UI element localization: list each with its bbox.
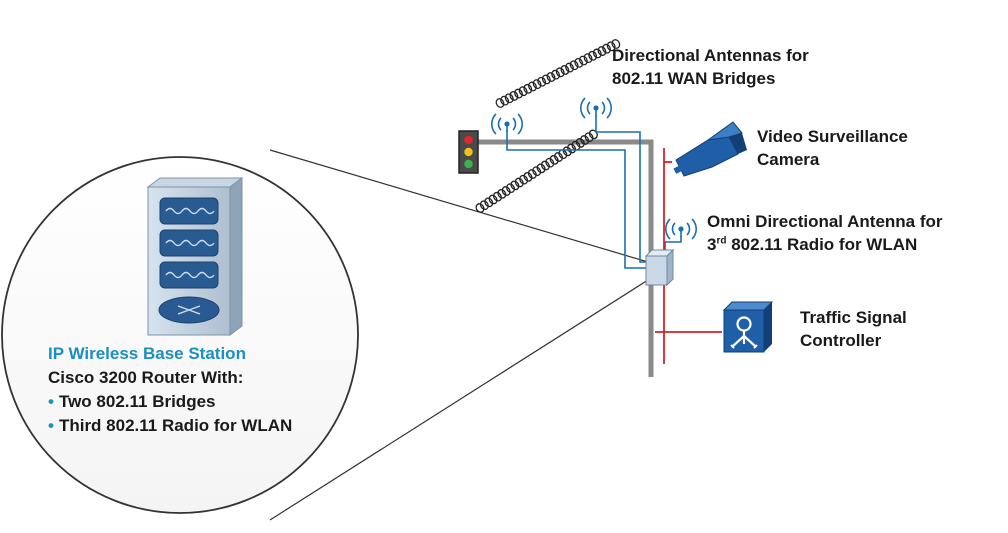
directional-antennas-label: Directional Antennas for 802.11 WAN Brid… xyxy=(612,46,809,88)
antenna-cables xyxy=(506,115,682,269)
street-pole xyxy=(478,139,654,377)
base-station-description: IP Wireless Base Station Cisco 3200 Rout… xyxy=(48,342,292,438)
omni-antenna-label: Omni Directional Antenna for 3rd 802.11 … xyxy=(707,212,943,254)
antenna-icon xyxy=(491,97,697,240)
traffic-controller-label: Traffic Signal Controller xyxy=(800,308,907,350)
bullet-item: •Two 802.11 Bridges xyxy=(48,392,216,411)
base-station-subtitle: Cisco 3200 Router With: xyxy=(48,368,244,387)
directional-antenna-coils xyxy=(475,39,621,213)
camera-icon xyxy=(673,121,747,177)
router-tower-icon xyxy=(146,177,244,336)
camera-label: Video Surveillance Camera xyxy=(757,127,908,169)
bullet-item: •Third 802.11 Radio for WLAN xyxy=(48,416,293,435)
traffic-light-icon xyxy=(458,130,479,174)
zoom-lines xyxy=(269,149,649,521)
base-station-box xyxy=(644,248,675,287)
controller-icon xyxy=(722,301,774,353)
base-station-title: IP Wireless Base Station xyxy=(48,344,246,363)
